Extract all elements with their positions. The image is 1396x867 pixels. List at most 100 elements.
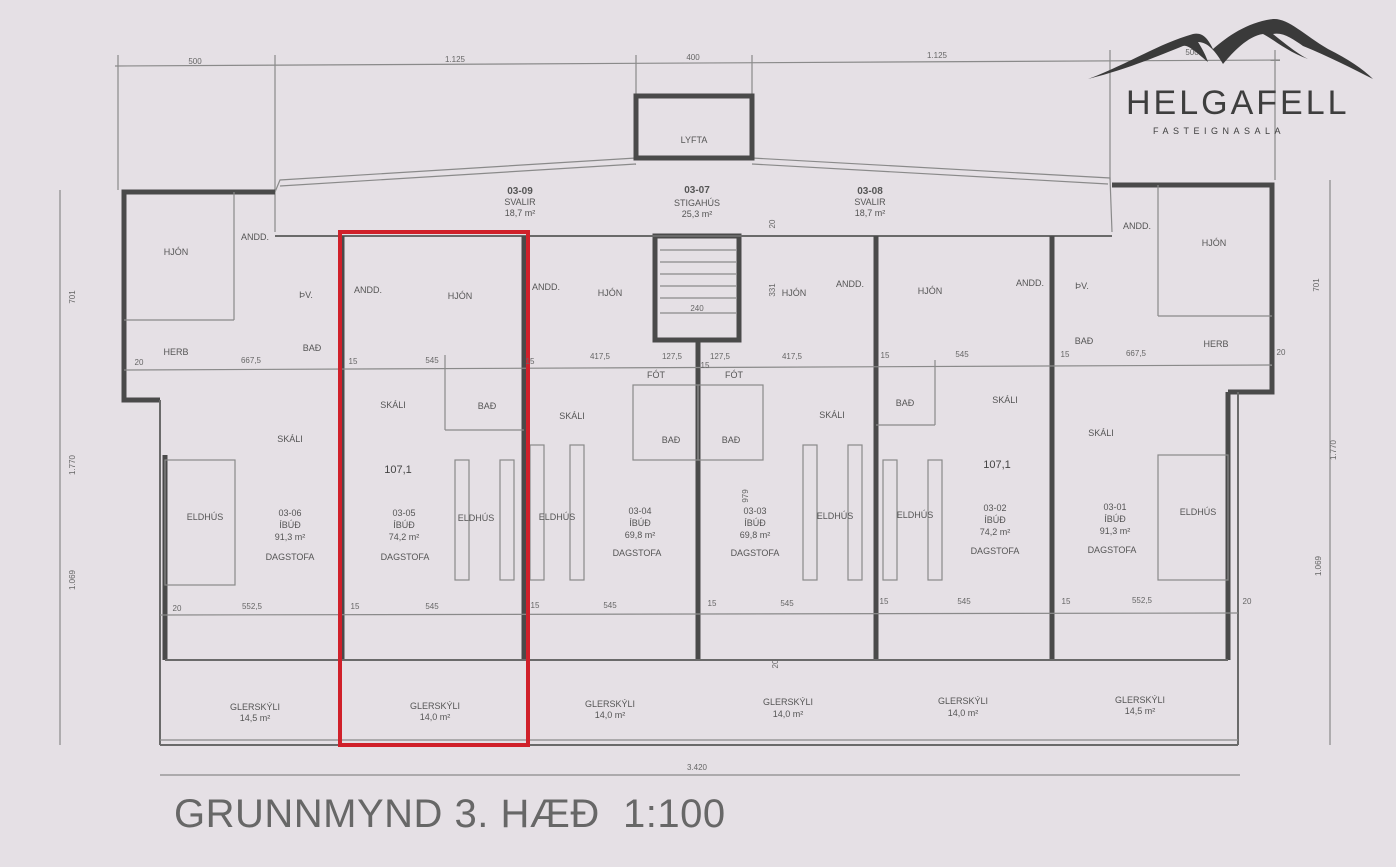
dim-right-1: 701 [1312, 278, 1321, 292]
room-label: 20 [173, 604, 182, 613]
dim-right-3: 1.069 [1314, 555, 1323, 576]
mountain-logo-icon [1088, 18, 1373, 79]
room-label: 69,8 m² [740, 530, 771, 540]
room-label: ANDD. [1016, 278, 1044, 288]
unit-03-01: ANDD. HJÓN ÞV. BAÐ HERB 15 667,5 20 SKÁL… [1061, 221, 1286, 716]
room-label: BAÐ [662, 435, 681, 445]
room-label: FÓT [647, 370, 665, 380]
room-label: HJÓN [164, 247, 189, 257]
room-label: HJÓN [918, 286, 943, 296]
balcony-right-area: 18,7 m² [855, 208, 886, 218]
selected-unit-highlight [338, 230, 530, 747]
room-label: 545 [425, 602, 439, 611]
balcony-right-code: 03-08 [857, 186, 883, 197]
room-label: 91,3 m² [275, 532, 306, 542]
room-label: SKÁLI [1088, 428, 1114, 438]
room-label: 127,5 [662, 352, 683, 361]
room-label: 20 [1243, 597, 1252, 606]
room-label: 15 [701, 361, 710, 370]
room-label: HJÓN [782, 288, 807, 298]
room-label: BAÐ [722, 435, 741, 445]
room-label: GLERSKÝLI [230, 702, 280, 712]
dim-left-3: 1.069 [68, 569, 77, 590]
room-label: 552,5 [242, 602, 263, 611]
room-label: ANDD. [1123, 221, 1151, 231]
room-label: ELDHÚS [817, 511, 854, 521]
room-label: 15 [526, 357, 535, 366]
room-label: 107,1 [983, 459, 1011, 471]
room-label: 127,5 [710, 352, 731, 361]
room-label: BAÐ [1075, 336, 1094, 346]
room-label: 03-06 [278, 508, 301, 518]
dim-top-2: 1.125 [445, 55, 466, 64]
room-label: ÍBÚÐ [1104, 514, 1126, 524]
room-label: ELDHÚS [187, 512, 224, 522]
room-label: 03-05 [392, 508, 415, 518]
room-label: 15 [708, 599, 717, 608]
dim-left-2: 1.770 [68, 454, 77, 475]
room-label: DAGSTOFA [266, 552, 315, 562]
room-label: 545 [957, 597, 971, 606]
room-label: 15 [881, 351, 890, 360]
room-label: DAGSTOFA [1088, 545, 1137, 555]
room-label: 03-04 [628, 506, 651, 516]
room-label: 107,1 [384, 464, 412, 476]
logo-name: HELGAFELL [1126, 84, 1350, 122]
room-label: ANDD. [532, 282, 560, 292]
unit-03-02: HJÓN ANDD. 15 545 BAÐ SKÁLI 107,1 ELDHÚS… [880, 278, 1044, 718]
room-label: 15 [1061, 350, 1070, 359]
room-label: ÍBÚÐ [744, 518, 766, 528]
room-label: 667,5 [1126, 349, 1147, 358]
room-label: BAÐ [896, 398, 915, 408]
room-label: 15 [880, 597, 889, 606]
room-label: ELDHÚS [1180, 507, 1217, 517]
stairwell-code: 03-07 [684, 185, 710, 196]
room-label: HERB [163, 347, 188, 357]
room-label: 15 [349, 357, 358, 366]
room-label: 14,5 m² [1125, 706, 1156, 716]
dim-right-2: 1.770 [1329, 439, 1338, 460]
room-label: HJÓN [1202, 238, 1227, 248]
dim-bottom: 3.420 [687, 763, 708, 772]
room-label: 15 [351, 602, 360, 611]
room-label: ÍBÚÐ [279, 520, 301, 530]
room-label: 667,5 [241, 356, 262, 365]
room-label: ELDHÚS [897, 510, 934, 520]
room-label: 91,3 m² [1100, 526, 1131, 536]
balcony-left-name: SVALIR [504, 197, 536, 207]
room-label: 69,8 m² [625, 530, 656, 540]
room-label: HJÓN [598, 288, 623, 298]
dim-top-5: 500 [1185, 48, 1199, 57]
room-label: 545 [780, 599, 794, 608]
balcony-left-code: 03-09 [507, 186, 533, 197]
room-label: 20 [135, 358, 144, 367]
room-label: 545 [955, 350, 969, 359]
balcony-right-name: SVALIR [854, 197, 886, 207]
room-label: 417,5 [782, 352, 803, 361]
room-label: 03-02 [983, 503, 1006, 513]
unit-03-06: HJÓN ANDD. ÞV. BAÐ HERB 20 667,5 SKÁLI E… [135, 232, 322, 723]
room-label: ANDD. [836, 279, 864, 289]
room-label: DAGSTOFA [731, 548, 780, 558]
room-label: 14,0 m² [420, 712, 451, 722]
room-label: ÍBÚÐ [629, 518, 651, 528]
unit-03-04: ANDD. HJÓN 15 417,5 127,5 FÓT SKÁLI BAÐ … [526, 282, 683, 720]
room-label: GLERSKÝLI [1115, 695, 1165, 705]
room-label: GLERSKÝLI [938, 696, 988, 706]
room-label: GLERSKÝLI [585, 699, 635, 709]
stairwell-name: STIGAHÚS [674, 198, 720, 208]
room-label: 14,0 m² [948, 708, 979, 718]
room-label: ELDHÚS [539, 512, 576, 522]
room-label: DAGSTOFA [381, 552, 430, 562]
room-label: ANDD. [354, 285, 382, 295]
room-label: SKÁLI [277, 434, 303, 444]
room-label: 552,5 [1132, 596, 1153, 605]
room-label: ELDHÚS [458, 513, 495, 523]
room-label: 417,5 [590, 352, 611, 361]
room-label: DAGSTOFA [971, 546, 1020, 556]
room-label: SKÁLI [992, 395, 1018, 405]
room-label: 20 [771, 659, 780, 668]
drawing-title: GRUNNMYND 3. HÆÐ 1:100 [174, 792, 726, 836]
balcony-railing [274, 157, 1113, 233]
